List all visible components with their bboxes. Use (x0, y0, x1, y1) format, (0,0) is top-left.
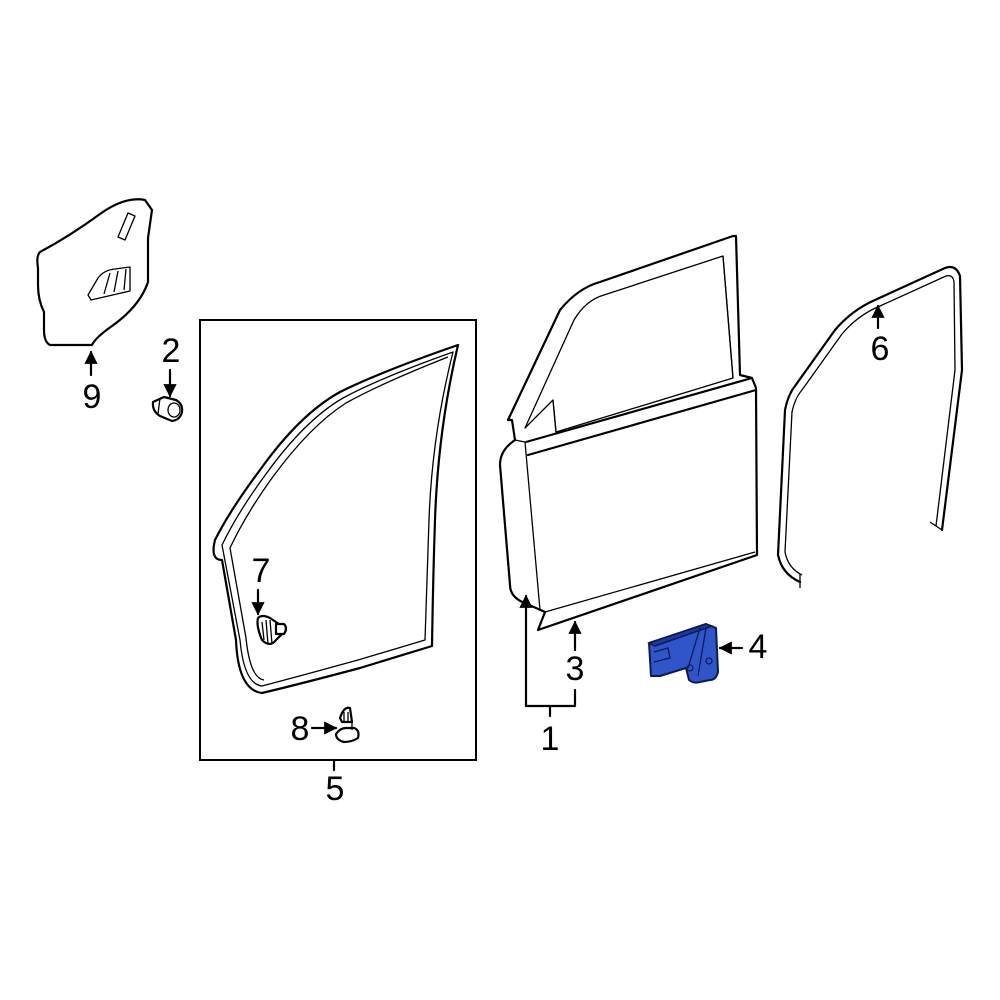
callout-8-label: 8 (291, 710, 310, 748)
callout-4[interactable]: 4 (718, 628, 768, 666)
callout-6-label: 6 (871, 330, 890, 368)
part-6-window-frame-seal[interactable] (776, 265, 964, 588)
callout-7[interactable]: 7 (251, 552, 271, 616)
part-1-door-shell[interactable] (498, 234, 759, 632)
callout-5-label: 5 (326, 770, 345, 808)
callout-2[interactable]: 2 (162, 332, 181, 398)
part-7-weatherstrip-clip[interactable] (256, 614, 288, 646)
callout-3[interactable]: 3 (566, 620, 585, 688)
part-5-weatherstrip[interactable] (212, 343, 460, 695)
callout-5[interactable]: 5 (326, 758, 345, 808)
part-4-hinge-bracket-highlighted[interactable] (647, 623, 719, 684)
callout-2-label: 2 (162, 332, 181, 370)
callout-4-label: 4 (749, 628, 768, 666)
callout-7-label: 7 (252, 552, 271, 590)
callout-9[interactable]: 9 (83, 350, 102, 416)
part-9-water-deflector[interactable] (36, 198, 154, 347)
part-2-bumper-cushion[interactable] (151, 395, 184, 423)
callout-1-label: 1 (541, 720, 560, 758)
callout-3-label: 3 (566, 650, 585, 688)
callout-8[interactable]: 8 (291, 710, 338, 748)
kit-5-box (199, 319, 477, 761)
callout-1[interactable]: 1 (519, 594, 577, 758)
callout-9-label: 9 (83, 378, 102, 416)
callout-6[interactable]: 6 (871, 304, 890, 368)
part-8-retainer-clip[interactable] (334, 706, 360, 744)
